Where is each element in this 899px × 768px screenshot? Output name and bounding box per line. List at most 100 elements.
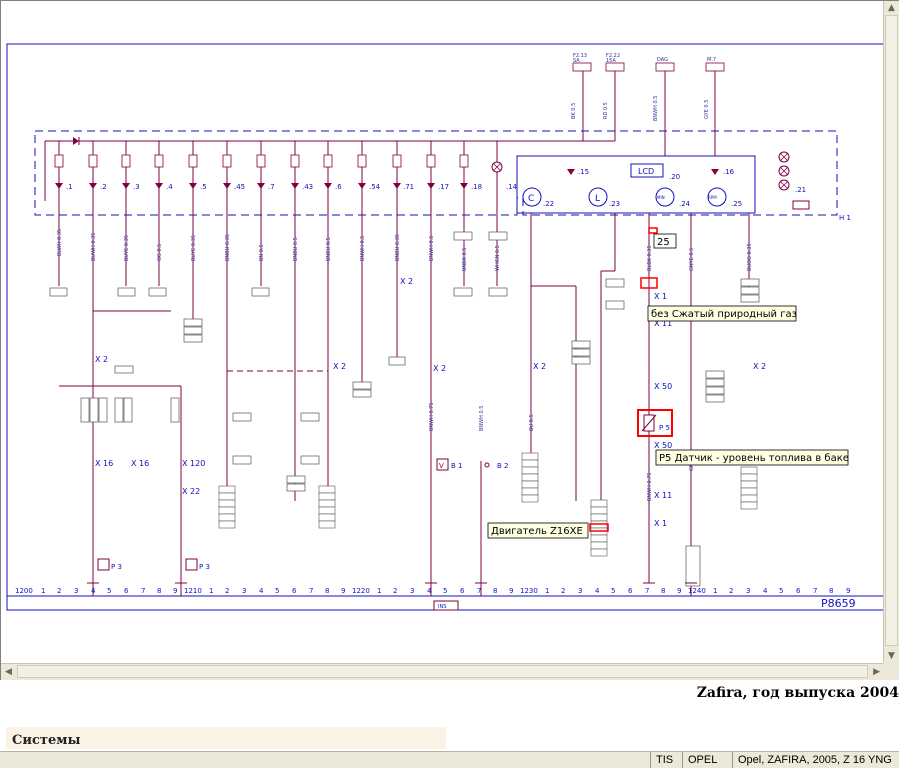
- svg-text:BNBU 0.5: BNBU 0.5: [293, 237, 299, 261]
- svg-text:F2.22: F2.22: [606, 53, 620, 59]
- svg-text:9: 9: [341, 587, 345, 595]
- svg-text:9: 9: [173, 587, 177, 595]
- svg-text:.43: .43: [302, 183, 313, 191]
- svg-text:3: 3: [410, 587, 414, 595]
- svg-text:7: 7: [309, 587, 313, 595]
- svg-text:4: 4: [259, 587, 264, 595]
- svg-text:X 50: X 50: [654, 441, 672, 450]
- svg-text:.21: .21: [795, 186, 806, 194]
- svg-text:X 2: X 2: [333, 362, 346, 371]
- svg-text:9: 9: [846, 587, 850, 595]
- svg-text:.18: .18: [471, 183, 482, 191]
- bulb-labels: .1 .2 .3 .4 .5 .45 .7 .43 .6 .54 .71 .17…: [66, 168, 806, 208]
- svg-text:4: 4: [427, 587, 432, 595]
- svg-text:X 120: X 120: [182, 459, 205, 468]
- status-vehicle: Opel, ZAFIRA, 2005, Z 16 YNG: [732, 752, 899, 768]
- svg-text:OG 0.5: OG 0.5: [157, 244, 163, 261]
- svg-text:6: 6: [460, 587, 465, 595]
- svg-text:.20: .20: [669, 173, 680, 181]
- svg-text:5: 5: [611, 587, 615, 595]
- svg-text:BNWH 0.5: BNWH 0.5: [479, 406, 485, 431]
- svg-text:X 2: X 2: [433, 364, 446, 373]
- svg-text:8: 8: [661, 587, 665, 595]
- svg-text:BU 0.5: BU 0.5: [529, 414, 535, 431]
- svg-text:X 2: X 2: [400, 277, 413, 286]
- svg-text:2: 2: [393, 587, 397, 595]
- svg-text:.3: .3: [133, 183, 140, 191]
- svg-text:P5 Датчик - уровень топлива в: P5 Датчик - уровень топлива в баке: [659, 453, 849, 464]
- svg-text:BNWH 0.5: BNWH 0.5: [360, 236, 366, 261]
- svg-text:1240: 1240: [688, 587, 706, 595]
- gauge-c-letter: C: [528, 194, 534, 204]
- svg-text:.25: .25: [731, 200, 742, 208]
- p5-highlight: [637, 409, 673, 437]
- svg-text:.7: .7: [268, 183, 275, 191]
- svg-text:RD 0.5: RD 0.5: [603, 102, 609, 119]
- svg-text:1: 1: [41, 587, 45, 595]
- svg-text:.22: .22: [543, 200, 554, 208]
- svg-text:2: 2: [57, 587, 61, 595]
- svg-text:5: 5: [779, 587, 783, 595]
- svg-text:X 22: X 22: [182, 487, 200, 496]
- svg-text:2: 2: [729, 587, 733, 595]
- scroll-left-icon[interactable]: ◀: [5, 667, 12, 677]
- horizontal-scrollbar[interactable]: ◀ ▶: [1, 663, 884, 680]
- svg-text:4: 4: [595, 587, 600, 595]
- svg-text:X 1: X 1: [654, 292, 667, 301]
- svg-text:.14: .14: [506, 183, 518, 191]
- svg-text:GYE 0.5: GYE 0.5: [704, 100, 710, 119]
- svg-text:.2: .2: [100, 183, 107, 191]
- svg-text:GNYE 0.5: GNYE 0.5: [689, 248, 695, 271]
- svg-text:BUYE 0.35: BUYE 0.35: [124, 235, 130, 261]
- svg-text:1: 1: [545, 587, 549, 595]
- b1-label: B 1: [451, 462, 462, 470]
- svg-text:.15: .15: [578, 168, 589, 176]
- svg-text:F2.13: F2.13: [573, 53, 587, 59]
- svg-text:7: 7: [141, 587, 145, 595]
- svg-text:3: 3: [242, 587, 246, 595]
- svg-text:X 2: X 2: [753, 362, 766, 371]
- status-bar: TIS OPEL Opel, ZAFIRA, 2005, Z 16 YNG: [0, 751, 899, 768]
- svg-text:.16: .16: [723, 168, 735, 176]
- svg-text:.24: .24: [679, 200, 691, 208]
- svg-text:BNBK 0.5: BNBK 0.5: [462, 248, 468, 271]
- svg-text:5: 5: [275, 587, 279, 595]
- svg-text:5: 5: [107, 587, 111, 595]
- bulb-columns: [58, 141, 750, 596]
- svg-text:6: 6: [796, 587, 801, 595]
- svg-text:8: 8: [829, 587, 833, 595]
- svg-text:BUYE 0.35: BUYE 0.35: [191, 235, 197, 261]
- svg-text:9: 9: [509, 587, 513, 595]
- svg-text:BNBU 0.5: BNBU 0.5: [326, 237, 332, 261]
- svg-text:BUWH 0.35: BUWH 0.35: [91, 232, 97, 261]
- svg-text:WHGN 0.5: WHGN 0.5: [495, 245, 501, 271]
- svg-text:1210: 1210: [184, 587, 202, 595]
- svg-text:.54: .54: [369, 183, 381, 191]
- b2-label: B 2: [497, 462, 508, 470]
- svg-text:M.7: M.7: [707, 57, 716, 63]
- bottom-scale: 1200 1 2 3 4 5 6 7 8 9 1210 1 2 3 4 5 6 …: [15, 587, 850, 595]
- lcd-label: LCD: [638, 167, 654, 176]
- svg-text:X 2: X 2: [533, 362, 546, 371]
- svg-text:BLWH 0.35: BLWH 0.35: [57, 229, 63, 256]
- svg-text:1230: 1230: [520, 587, 538, 595]
- svg-text:7: 7: [477, 587, 481, 595]
- scroll-right-icon[interactable]: ▶: [873, 667, 880, 677]
- svg-text:X 16: X 16: [131, 459, 149, 468]
- vertical-scrollbar[interactable]: ▲ ▼: [883, 1, 899, 663]
- scroll-down-icon[interactable]: ▼: [888, 651, 895, 661]
- marker-25-box: [653, 233, 677, 249]
- horizontal-scroll-thumb[interactable]: [17, 665, 868, 678]
- svg-text:.71: .71: [403, 183, 414, 191]
- svg-text:3: 3: [746, 587, 750, 595]
- p3a-label: P 3: [111, 563, 122, 571]
- connector-labels: X 2 X 16 X 16 X 120 X 22 X 2 X 2 X 2 X 2…: [95, 277, 766, 528]
- svg-text:.4: .4: [166, 183, 173, 191]
- vertical-scroll-thumb[interactable]: [885, 15, 898, 646]
- vehicle-caption: Zafira, год выпуска 2004: [696, 685, 899, 701]
- scroll-up-icon[interactable]: ▲: [888, 3, 895, 13]
- svg-text:X 16: X 16: [95, 459, 113, 468]
- svg-text:BNWH 0.75: BNWH 0.75: [429, 402, 435, 431]
